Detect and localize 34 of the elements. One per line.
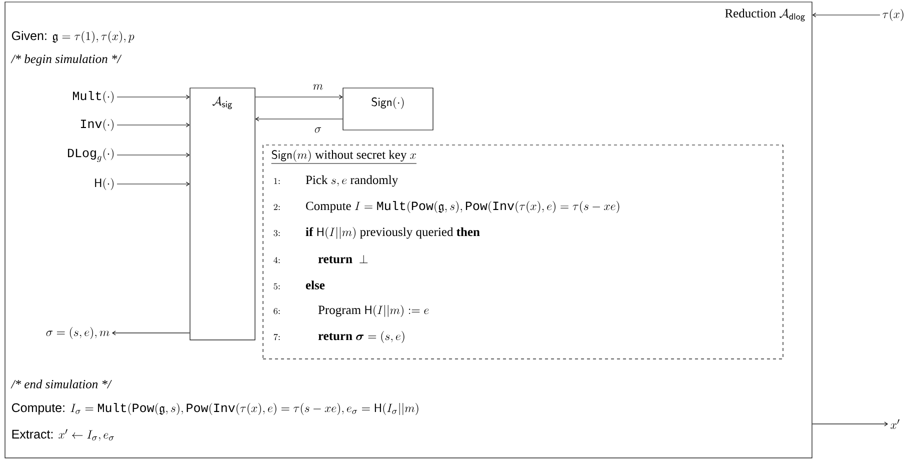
input-label: $x'$ [890,419,900,429]
arrow [255,116,343,122]
arrow [116,152,190,158]
input-label: $\texttt{Inv}(\cdot)$ [80,119,114,131]
algorithm-line: ${\scriptstyle 5:}\qquad\textbf{else}$ [274,280,325,290]
comment-text: $\textit{/* end simulation */}$ [10,380,112,388]
arrow [255,94,343,100]
text-line: $\textsf{Extract: }x' \leftarrow I_\sigma, e_\sigma$ [12,429,114,441]
algorithm-line: ${\scriptstyle 4:}\qquad\quad\textbf{return}\ \perp$ [274,255,368,264]
edge-label: $\sigma$ [313,126,323,134]
algorithm-line: ${\scriptstyle 7:}\qquad\quad\textbf{return}\ \boldsymbol{\sigma} = (s, e)$ [274,330,404,343]
algorithm-line: ${\scriptstyle 2:}\qquad\text{Compute } I = \texttt{Mult}(\texttt{Pow}(\mathfrak{g}, s), \texttt{Pow}(\texttt{Inv}(\tau(x), e) = \tau(s - xe)$ [274,200,620,214]
edge-label: $m$ [312,83,324,91]
algorithm-line: ${\scriptstyle 3:}\qquad\textbf{if}\ \mathsf{H}(I||m)\text{ previously queried }\textbf{then}$ [274,226,480,239]
arrow [812,422,888,426]
input-label: $\texttt{Mult}(\cdot)$ [73,90,114,104]
box-heading: $\textsc{Reduction}\ \mathcal{A}_{\mathsf{dlog}}$ [725,8,805,22]
text-line: $\textsf{Given: }\mathfrak{g} = \tau(1), \tau(x), p$ [12,30,134,44]
box-label: $\mathsf{Sign}(\cdot)$ [372,97,404,109]
arrow [116,122,190,128]
input-label: $\mathsf{H}(\cdot)$ [95,178,114,190]
text-line: $\textsf{Compute: }I_\sigma = \texttt{Mult}(\texttt{Pow}(\mathfrak{g}, s), \texttt{Pow}(\texttt{Inv}(\tau(x), e) = \tau(s-xe), e_\sigma = \mathsf{H}(I_\sigma || m)$ [12,402,418,416]
box-label: $\mathcal{A}_{\mathsf{sig}}$ [212,96,232,110]
arrow [812,12,880,18]
input-label: $\texttt{DLog}_g(\cdot)$ [68,148,114,162]
input-label: $\tau(x)$ [882,9,904,21]
arrow [116,182,190,186]
algorithm-heading: $\underline{\mathsf{Sign}(m)\text{ without secret key }x}$ [271,150,416,164]
input-label: $\sigma = (s, e), m$ [46,326,110,339]
arrow [116,94,190,100]
comment-text: $\textit{/* begin simulation */}$ [10,54,122,66]
algorithm-line: ${\scriptstyle 1:}\qquad\text{Pick } s, e\text{ randomly}$ [274,175,398,187]
algorithm-line: ${\scriptstyle 6:}\qquad\quad\text{Program }\mathsf{H}(I||m) := e$ [274,304,429,317]
arrow [112,330,190,336]
